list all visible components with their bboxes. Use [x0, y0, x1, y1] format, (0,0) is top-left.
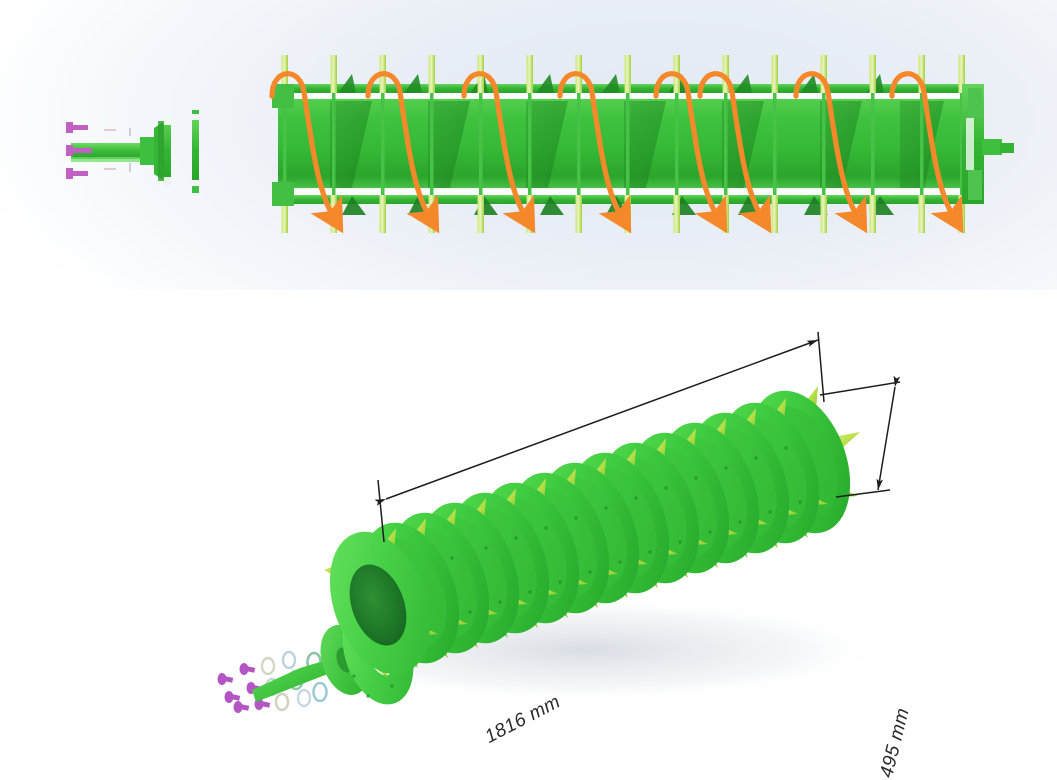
bolt-icon [224, 691, 241, 703]
dimension-line-length [374, 339, 819, 506]
shaft-highlight [71, 157, 147, 162]
rail-top [272, 84, 976, 93]
disc-column [918, 55, 925, 233]
left-end-flange [272, 84, 294, 206]
dimension-line-diameter [876, 375, 901, 491]
material-flow-helix-arrows [269, 71, 964, 234]
disc-column [771, 55, 778, 233]
bolt-group [217, 663, 271, 713]
barrel-gap-top [278, 92, 970, 99]
iso-view-geometry [217, 331, 901, 713]
bolt-icon [239, 663, 256, 675]
end-plate-edge-view [192, 110, 199, 193]
rotor-bore [349, 564, 407, 646]
right-stub-shaft [982, 139, 1014, 155]
centerline-group [104, 129, 116, 170]
rotor-disc-front [324, 528, 438, 678]
bolt-icon [66, 122, 88, 133]
flange-plate [163, 117, 171, 185]
bottom-isometric-view: 1816 mm 495 mm [0, 290, 1057, 780]
shaft-spindle [252, 656, 338, 702]
flange-notch-top [163, 117, 171, 125]
spike [838, 432, 860, 450]
right-end-flange [962, 84, 984, 204]
bolt-icon [233, 701, 250, 713]
flange-notch-bottom [163, 177, 171, 185]
shaft-collar [140, 137, 158, 165]
barrel-gap-bottom [278, 188, 970, 196]
extension-line-right [817, 331, 825, 403]
extension-line-dia-bottom [835, 489, 891, 498]
shaft-flange-side-detail [66, 117, 171, 185]
bolt-icon [66, 168, 88, 179]
rotor-assembly-section [272, 55, 1014, 233]
disc-column [869, 55, 876, 233]
top-orthographic-view [0, 0, 1057, 290]
disc-and-tooth-group [281, 55, 965, 233]
flange-rim [158, 121, 164, 181]
top-view-geometry [66, 55, 1014, 234]
disc-column [820, 55, 827, 233]
extension-line-dia-top [819, 381, 901, 396]
end-plate-tick-bottom [192, 186, 199, 193]
bolt-group [66, 122, 92, 179]
end-plate-tick-top [192, 110, 199, 114]
bolt-icon [66, 145, 92, 156]
shaft-body [71, 143, 147, 159]
helical-blade-group [330, 101, 944, 188]
dimension-lines [374, 331, 901, 543]
end-plate-bar [192, 120, 199, 180]
bolt-icon [217, 673, 234, 685]
